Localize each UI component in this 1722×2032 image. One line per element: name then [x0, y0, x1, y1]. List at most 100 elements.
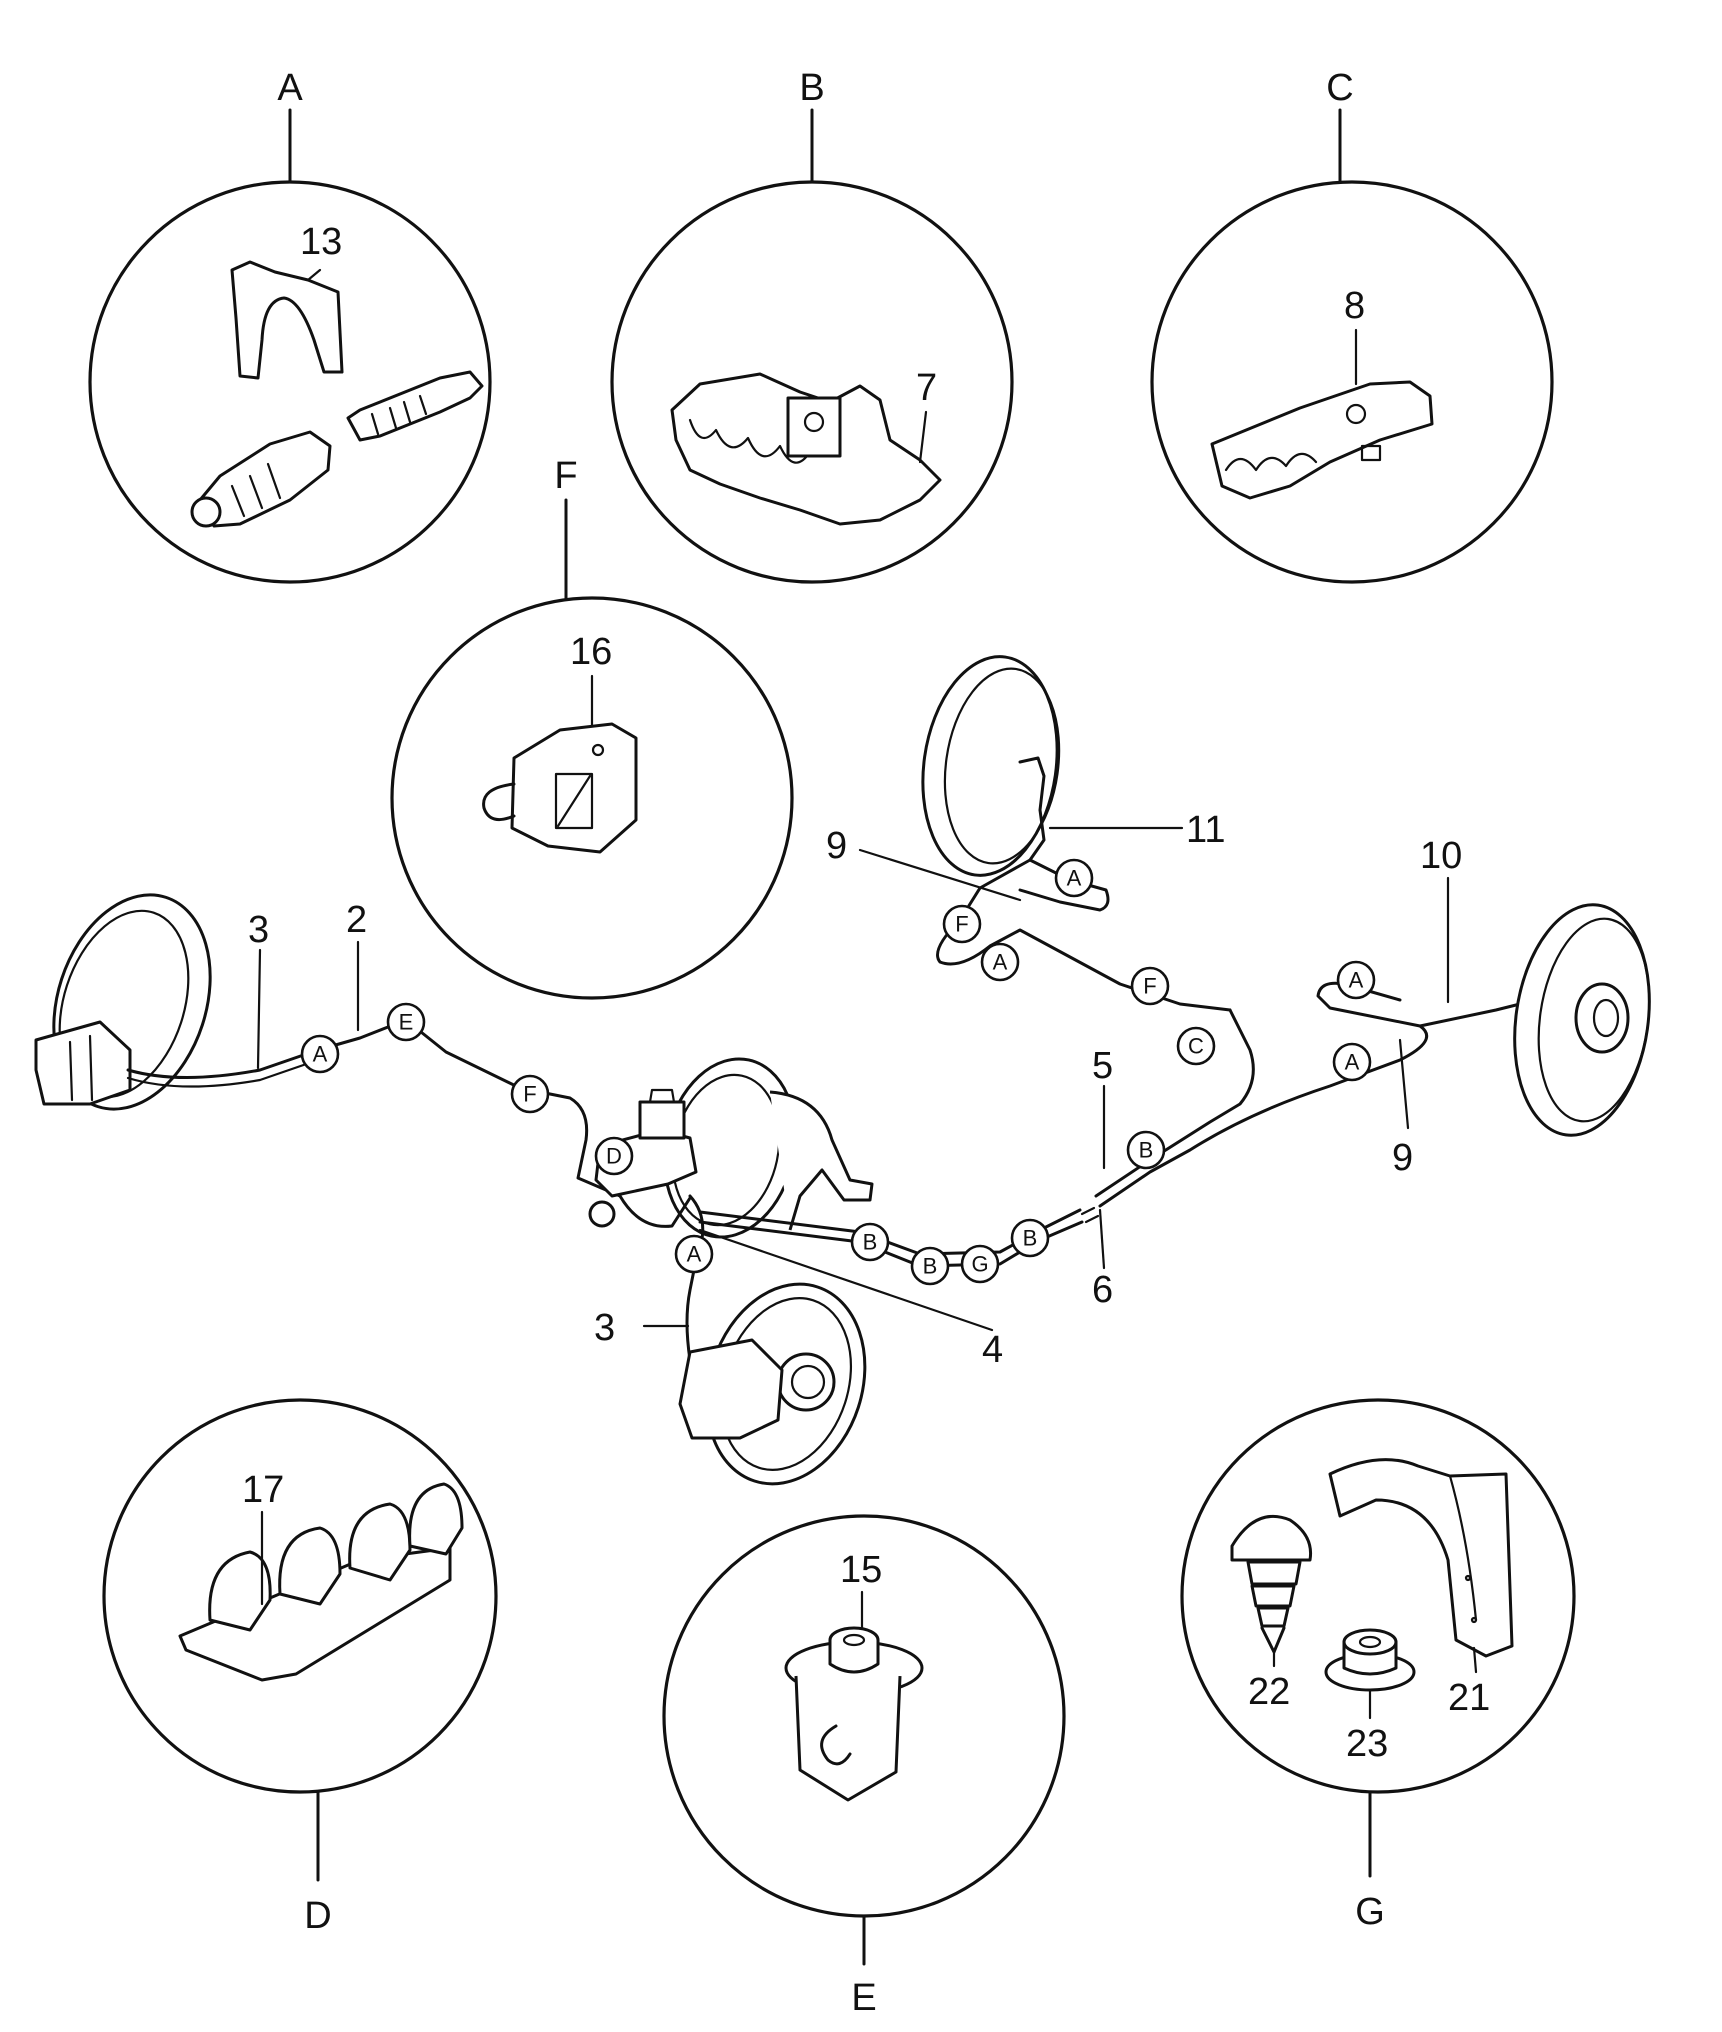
svg-text:A: A: [1349, 968, 1364, 993]
svg-text:A: A: [993, 950, 1008, 975]
master-cylinder-reservoir: [638, 1100, 686, 1140]
leader-6: [1098, 1208, 1106, 1270]
drum-rear-left: [921, 655, 1059, 877]
marker-g: G: [960, 1244, 1000, 1284]
part-9-label-left: 9: [826, 825, 847, 867]
caliper-right-front: [678, 1338, 784, 1440]
detail-b-circle: [610, 180, 1014, 584]
detail-d: D 17: [102, 1398, 498, 1937]
part-21-label: 21: [1448, 1677, 1490, 1719]
push-rivet-shank: [1246, 1560, 1302, 1628]
svg-text:G: G: [971, 1252, 988, 1277]
svg-text:B: B: [863, 1230, 878, 1255]
part-6-label: 6: [1092, 1269, 1113, 1311]
part-15-label: 15: [840, 1549, 882, 1591]
marker-a-4: A: [980, 942, 1020, 982]
line-clip-part: [1210, 380, 1434, 500]
stoplight-switch-body: [198, 430, 332, 528]
marker-a-2: A: [674, 1234, 714, 1274]
push-rivet-head: [1230, 1514, 1313, 1562]
marker-e: E: [386, 1002, 426, 1042]
marker-b-3: B: [1010, 1218, 1050, 1258]
part-7-label: 7: [916, 367, 937, 409]
brake-line-assembly: 3 2 3 4 5 6: [34, 655, 1651, 1486]
caliper-left-front: [34, 1020, 132, 1106]
svg-text:B: B: [1023, 1226, 1038, 1251]
svg-text:A: A: [687, 1242, 702, 1267]
svg-text:E: E: [399, 1010, 414, 1035]
detail-a-letter: A: [277, 67, 303, 109]
brake-line-rear-b: [1098, 981, 1429, 1208]
svg-text:F: F: [955, 912, 968, 937]
svg-text:B: B: [1139, 1138, 1154, 1163]
leader-3-top: [256, 948, 262, 1070]
svg-text:B: B: [923, 1254, 938, 1279]
part-5-label: 5: [1092, 1045, 1113, 1087]
detail-c-letter: C: [1326, 67, 1353, 109]
retainer-clip-part: [510, 722, 638, 854]
svg-text:A: A: [313, 1042, 328, 1067]
leader-4: [698, 1228, 994, 1332]
detail-f-letter: F: [554, 455, 577, 497]
marker-f-2: F: [1130, 966, 1170, 1006]
marker-b-2: B: [910, 1246, 950, 1286]
part-2-label: 2: [346, 899, 367, 941]
brake-line-rear-left-loop: [1018, 756, 1110, 912]
detail-e: E 15: [662, 1514, 1066, 2019]
detail-a-circle: [88, 180, 492, 584]
brake-line-rear-left: [698, 1208, 1082, 1256]
detail-e-letter: E: [851, 1977, 876, 2019]
part-3-label-top: 3: [248, 909, 269, 951]
brake-clip-part: [230, 260, 344, 380]
marker-f-1: F: [510, 1074, 550, 1114]
detail-g-letter: G: [1355, 1891, 1385, 1933]
part-16-label: 16: [570, 631, 612, 673]
svg-text:A: A: [1345, 1050, 1360, 1075]
part-3-label-bottom: 3: [594, 1307, 615, 1349]
part-9-label-right: 9: [1392, 1137, 1413, 1179]
clip-leader: [306, 268, 322, 282]
part-4-label: 4: [982, 1329, 1003, 1371]
part-11-label: 11: [1186, 809, 1225, 851]
protective-strap: [1328, 1458, 1514, 1658]
part-23-label: 23: [1346, 1723, 1388, 1765]
part-13-label: 13: [300, 221, 342, 263]
strap-leader: [1472, 1646, 1478, 1674]
marker-a-1: A: [300, 1034, 340, 1074]
marker-a-3: A: [1054, 858, 1094, 898]
leader-9-left: [858, 848, 1022, 902]
marker-b-1: B: [850, 1222, 890, 1262]
clip-nut-body: [794, 1675, 902, 1802]
part-10-label: 10: [1420, 835, 1462, 877]
detail-b-letter: B: [799, 67, 824, 109]
bracket-leader: [918, 410, 928, 464]
detail-c-circle: [1150, 180, 1554, 584]
line-markers: A E F D A B B G B B C F A F A A A: [300, 858, 1376, 1286]
marker-d: D: [594, 1136, 634, 1176]
svg-text:F: F: [1143, 974, 1156, 999]
part-22-label: 22: [1248, 1671, 1290, 1713]
brake-line-rear-a: [1094, 1008, 1255, 1198]
marker-c: C: [1176, 1026, 1216, 1066]
detail-a: A 13: [88, 67, 492, 584]
svg-text:D: D: [606, 1144, 622, 1169]
marker-a-6: A: [1332, 1042, 1372, 1082]
stoplight-switch-plunger: [346, 370, 484, 442]
marker-f-3: F: [942, 904, 982, 944]
detail-g: G 22 23 21: [1180, 1398, 1576, 1933]
detail-f: F 16: [390, 455, 794, 1000]
leader-9-right: [1398, 1038, 1410, 1130]
svg-text:A: A: [1067, 866, 1082, 891]
detail-b: B 7: [610, 67, 1014, 584]
svg-text:C: C: [1188, 1034, 1204, 1059]
part-8-label: 8: [1344, 285, 1365, 327]
svg-text:F: F: [523, 1082, 536, 1107]
part-17-label: 17: [242, 1469, 284, 1511]
booster-bracket: [769, 1090, 874, 1231]
detail-d-letter: D: [304, 1895, 331, 1937]
detail-c: C 8: [1150, 67, 1554, 584]
brake-line-right-front: [685, 1194, 705, 1402]
brake-line-left-front: [126, 1018, 622, 1198]
